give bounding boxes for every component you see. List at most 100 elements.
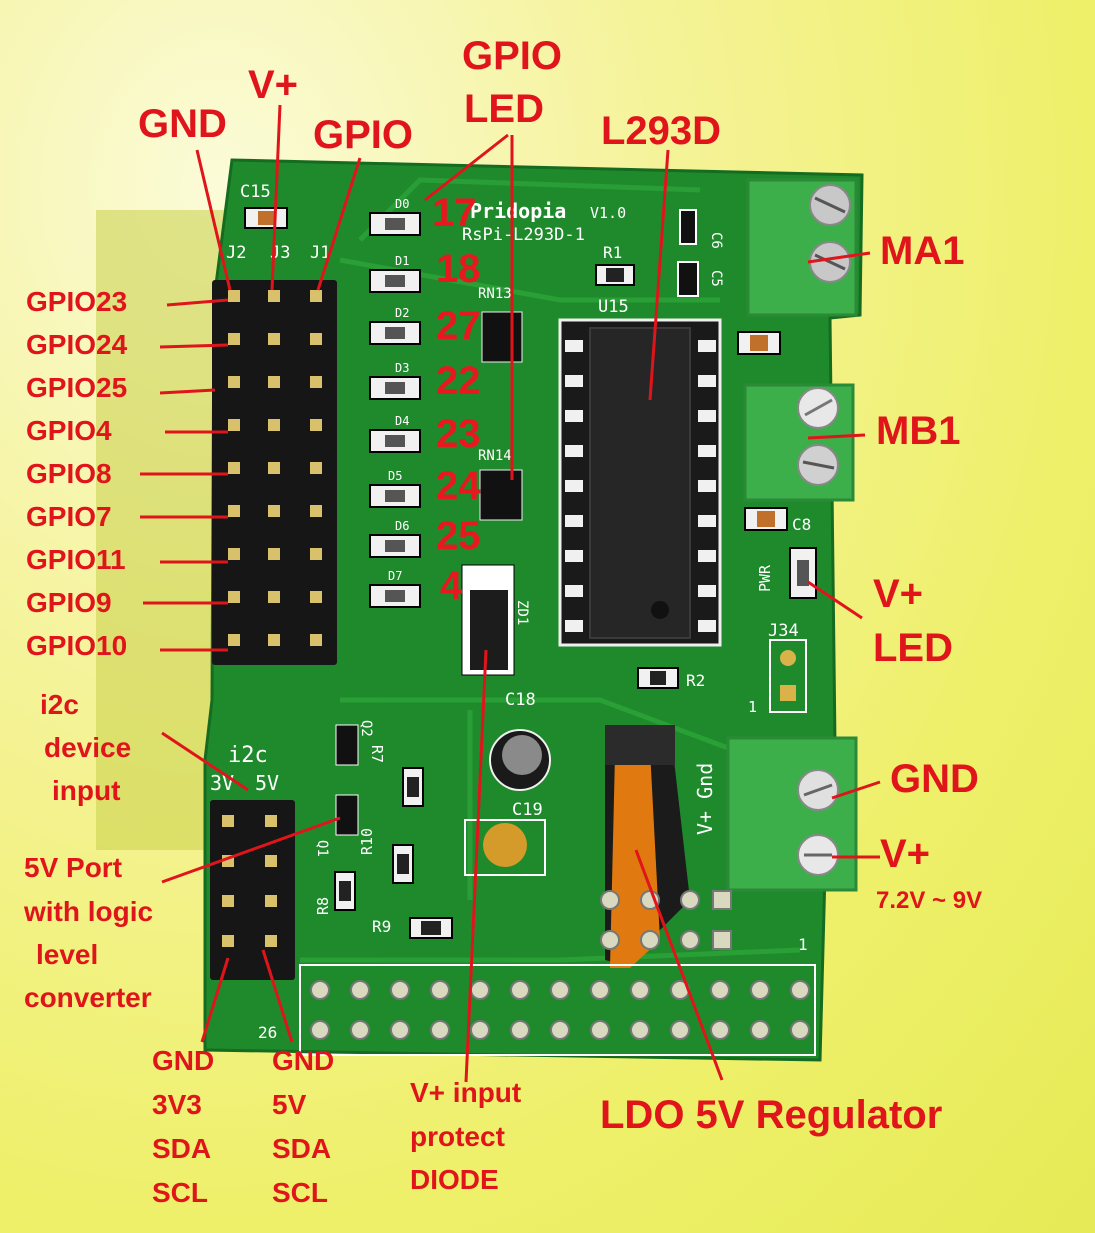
terminal-ma1 xyxy=(746,178,858,317)
gpio-pin-label: GPIO24 xyxy=(26,329,128,360)
capacitor-c19-body xyxy=(483,823,527,867)
silk-c18: C18 xyxy=(505,690,536,710)
port-5v-label-line2: with logic xyxy=(24,896,154,927)
silk-c15: C15 xyxy=(240,182,271,202)
j34-pin-2 xyxy=(780,685,796,701)
silk-d3: D3 xyxy=(395,361,409,375)
terminal-power xyxy=(726,736,858,892)
ldo-regulator-tab xyxy=(610,750,660,968)
diode-label-line1: V+ input xyxy=(410,1077,522,1108)
silk-brand: Pridopia xyxy=(470,199,566,223)
capacitor-c18-top xyxy=(502,735,542,775)
gpio-pin-label: GPIO25 xyxy=(26,372,128,403)
silk-i2c: i2c xyxy=(228,743,268,768)
gnd-top-label: GND xyxy=(138,102,227,146)
gpio-top-label: GPIO xyxy=(313,113,414,157)
port-5v-label-line3: level xyxy=(36,939,99,970)
silk-d2: D2 xyxy=(395,306,409,320)
silk-d1: D1 xyxy=(395,254,409,268)
voltage-range-label: 7.2V ~ 9V xyxy=(876,887,983,914)
vplus-led-label-line1: V+ xyxy=(873,572,924,616)
gnd-right-label: GND xyxy=(890,757,979,801)
bottom-header-pads xyxy=(299,890,816,1056)
terminal-mb1 xyxy=(743,383,855,502)
ldo-regulator-cap xyxy=(605,725,675,765)
silk-c8: C8 xyxy=(792,515,811,534)
zener-diode-body xyxy=(470,590,508,670)
j34-pin-1 xyxy=(780,650,796,666)
gpio-pin-label: GPIO23 xyxy=(26,286,128,317)
led-gpio-number: 27 xyxy=(436,304,481,348)
ma1-label: MA1 xyxy=(880,229,965,273)
silk-r2: R2 xyxy=(686,671,705,690)
silk-r1: R1 xyxy=(603,243,622,262)
vplus-led-label-line2: LED xyxy=(873,626,953,670)
vplus-right-label: V+ xyxy=(880,832,931,876)
gpio-pin-label: GPIO4 xyxy=(26,415,112,446)
led-gpio-number: 24 xyxy=(436,464,481,508)
silk-j34: J34 xyxy=(768,621,799,641)
gpio-led-label-line1: GPIO xyxy=(462,34,563,78)
silk-u15: U15 xyxy=(598,297,629,317)
silk-model: RsPi-L293D-1 xyxy=(462,225,585,245)
i2c-input-label-line1: i2c xyxy=(40,689,79,720)
l293d-chip xyxy=(589,327,691,639)
silkscreen: Pridopia V1.0 RsPi-L293D-1 C15 C6 C5 R1 … xyxy=(210,182,811,1042)
i2c-3v3-pin-label: SCL xyxy=(152,1177,208,1208)
gpio-led-label-line2: LED xyxy=(464,87,544,131)
silk-rn13: RN13 xyxy=(478,286,512,302)
j34-header xyxy=(769,639,807,713)
silk-version: V1.0 xyxy=(590,204,626,222)
l293d-notch xyxy=(651,601,669,619)
silk-r7: R7 xyxy=(368,745,386,763)
silk-j1: J1 xyxy=(310,243,330,263)
vplus-top-label: V+ xyxy=(248,63,299,107)
silk-r8: R8 xyxy=(314,897,332,915)
gpio-leds xyxy=(369,212,421,608)
silk-d6: D6 xyxy=(395,519,409,533)
led-gpio-number: 17 xyxy=(432,191,477,235)
i2c-3v3-pin-label: GND xyxy=(152,1045,215,1076)
silk-d5: D5 xyxy=(388,469,402,483)
silk-c19: C19 xyxy=(512,800,543,820)
diode-label-line2: protect xyxy=(410,1121,505,1152)
port-5v-label-line1: 5V Port xyxy=(24,852,123,883)
silk-c6: C6 xyxy=(708,232,724,249)
silk-pwr: PWR xyxy=(756,564,774,592)
led-gpio-number: 4 xyxy=(440,564,463,608)
silk-r9: R9 xyxy=(372,917,391,936)
i2c-3v3-pin-label: SDA xyxy=(152,1133,212,1164)
led-gpio-number: 25 xyxy=(436,514,481,558)
silk-header-pin26: 26 xyxy=(258,1023,277,1042)
l293d-socket-pins xyxy=(565,340,716,632)
i2c-3v3-pin-label: 3V3 xyxy=(152,1089,202,1120)
silk-d7: D7 xyxy=(388,569,402,583)
silk-d4: D4 xyxy=(395,414,409,428)
gpio-header-pins xyxy=(228,290,322,646)
capacitor-c19 xyxy=(464,819,546,876)
silk-v-gnd: V+ Gnd xyxy=(693,763,717,835)
i2c-5v-pin-label: SDA xyxy=(272,1133,332,1164)
l293d-label: L293D xyxy=(601,109,722,153)
silk-q2: Q2 xyxy=(358,720,374,737)
gpio-pin-label: GPIO10 xyxy=(26,630,128,661)
silk-zd1: ZD1 xyxy=(514,600,530,625)
silk-r10: R10 xyxy=(358,828,376,855)
gpio-pin-label: GPIO11 xyxy=(26,544,126,575)
i2c-5v-pin-label: GND xyxy=(272,1045,335,1076)
mb1-label: MB1 xyxy=(876,409,961,453)
silk-i2c-5v: 5V xyxy=(255,771,279,795)
silk-q1: Q1 xyxy=(314,840,330,857)
smd-parts xyxy=(244,207,817,939)
silk-i2c-3v: 3V xyxy=(210,771,234,795)
i2c-5v-pin-label: 5V xyxy=(272,1089,307,1120)
diode-label-line3: DIODE xyxy=(410,1164,499,1195)
gpio-pin-label: GPIO8 xyxy=(26,458,112,489)
port-5v-label-line4: converter xyxy=(24,982,152,1013)
silk-c5: C5 xyxy=(708,270,724,287)
i2c-input-label-line2: device xyxy=(44,732,132,763)
gpio-pin-label: GPIO9 xyxy=(26,587,112,618)
silk-header-pin1: 1 xyxy=(798,935,808,954)
i2c-5v-pin-label: SCL xyxy=(272,1177,328,1208)
silk-j2: J2 xyxy=(226,243,246,263)
